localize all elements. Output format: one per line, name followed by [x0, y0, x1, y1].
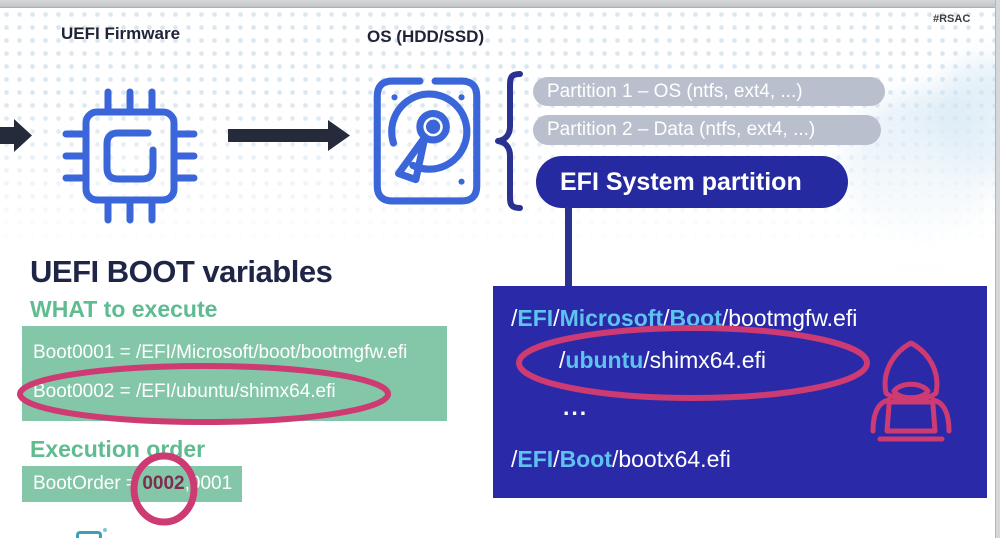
- hacker-icon: [870, 340, 952, 442]
- esp-contents-box: /EFI/Microsoft/Boot/bootmgfw.efi /ubuntu…: [493, 286, 987, 498]
- partition-1-pill: Partition 1 – OS (ntfs, ext4, ...): [533, 77, 885, 106]
- execution-order-heading: Execution order: [30, 436, 206, 462]
- boot-order-box: BootOrder = 0002,0001: [22, 466, 242, 502]
- esp-path-ellipsis: ...: [563, 394, 589, 420]
- cutoff-teal-dot: [103, 528, 107, 532]
- hard-disk-icon: [373, 77, 481, 205]
- efi-system-partition-pill: EFI System partition: [536, 156, 848, 208]
- rsac-hashtag: #RSAC: [933, 13, 971, 25]
- esp-connector-line: [565, 207, 572, 287]
- esp-path-shimx64: /ubuntu/shimx64.efi: [559, 347, 767, 373]
- esp-path-bootx64: /EFI/Boot/bootx64.efi: [511, 446, 731, 472]
- what-to-execute-heading: WHAT to execute: [30, 296, 218, 322]
- os-hdd-ssd-label: OS (HDD/SSD): [367, 27, 485, 46]
- cpu-chip-icon: [62, 88, 198, 224]
- window-frame-top: [0, 0, 1000, 8]
- cutoff-teal-element: [76, 531, 102, 538]
- arrow-into-firmware-icon: [0, 119, 32, 152]
- arrow-firmware-to-os-icon: [228, 120, 350, 151]
- uefi-firmware-label: UEFI Firmware: [61, 24, 181, 43]
- esp-path-bootmgfw: /EFI/Microsoft/Boot/bootmgfw.efi: [511, 305, 858, 331]
- boot-variables-title: UEFI BOOT variables: [30, 254, 333, 289]
- boot0001-entry: Boot0001 = /EFI/Microsoft/boot/bootmgfw.…: [33, 342, 408, 363]
- boot0002-entry: Boot0002 = /EFI/ubuntu/shimx64.efi: [33, 381, 336, 402]
- partition-2-pill: Partition 2 – Data (ntfs, ext4, ...): [533, 115, 881, 145]
- partitions-brace: [495, 71, 523, 211]
- window-frame-right: [995, 0, 1000, 538]
- boot-entries-box: Boot0001 = /EFI/Microsoft/boot/bootmgfw.…: [22, 326, 447, 421]
